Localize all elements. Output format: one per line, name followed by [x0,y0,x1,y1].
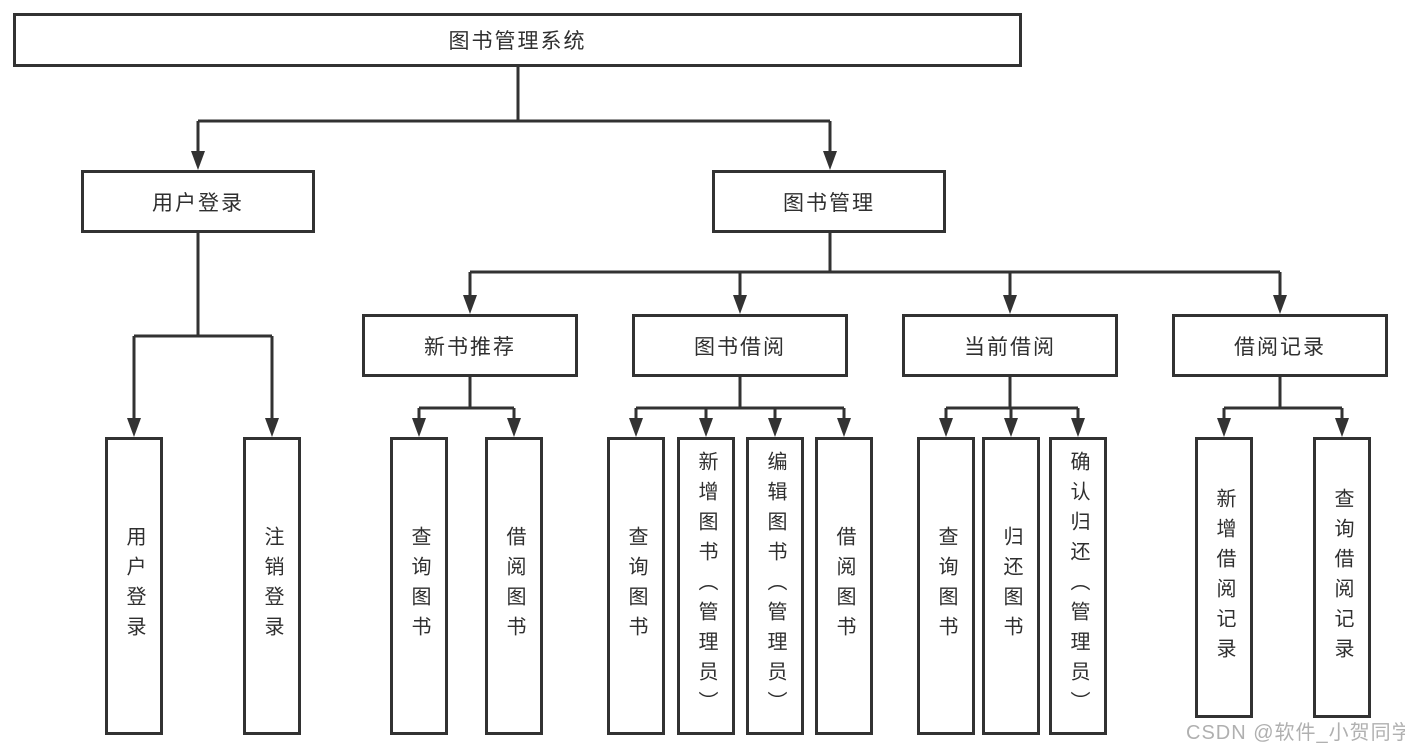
connector-root-to-level2 [191,67,837,170]
node-library-system: 图书管理系统 [13,13,1022,67]
leaf-recommend-borrow-books: 借阅图书 [485,437,543,735]
connector-book-borrow-to-leaves [629,377,851,437]
node-book-borrow-label: 图书借阅 [694,335,786,359]
leaf-return-book: 归还图书 [982,437,1040,735]
leaf-recommend-borrow-books-label: 借阅图书 [503,526,525,646]
leaf-user-login-label: 用户登录 [123,526,145,646]
node-library-system-label: 图书管理系统 [448,30,587,53]
node-book-management-label: 图书管理 [783,191,875,215]
leaf-current-query-books: 查询图书 [917,437,975,735]
connector-user-login-to-leaves [127,233,279,437]
node-current-borrow-label: 当前借阅 [964,335,1056,359]
leaf-add-book-admin: 新增图书（管理员） [677,437,735,735]
node-borrow-records: 借阅记录 [1172,314,1388,377]
watermark: CSDN @软件_小贺同学 [1186,722,1405,744]
leaf-add-book-admin-label: 新增图书（管理员） [695,451,717,721]
leaf-query-borrow-record: 查询借阅记录 [1313,437,1371,718]
node-current-borrow: 当前借阅 [902,314,1118,377]
connector-current-borrow-to-leaves [939,377,1085,437]
node-new-book-recommend: 新书推荐 [362,314,578,377]
leaf-return-book-label: 归还图书 [1000,526,1022,646]
leaf-edit-book-admin-label: 编辑图书（管理员） [764,451,786,721]
leaf-add-borrow-record: 新增借阅记录 [1195,437,1253,718]
node-book-management: 图书管理 [712,170,946,233]
leaf-confirm-return-admin: 确认归还（管理员） [1049,437,1107,735]
node-borrow-records-label: 借阅记录 [1234,335,1326,359]
node-user-login-label: 用户登录 [152,191,244,215]
leaf-borrow-query-books: 查询图书 [607,437,665,735]
leaf-borrow-books-label: 借阅图书 [833,526,855,646]
leaf-recommend-query-books: 查询图书 [390,437,448,735]
leaf-logout: 注销登录 [243,437,301,735]
node-user-login: 用户登录 [81,170,315,233]
connector-book-management-to-level3 [463,233,1287,314]
leaf-borrow-books: 借阅图书 [815,437,873,735]
node-book-borrow: 图书借阅 [632,314,848,377]
leaf-user-login: 用户登录 [105,437,163,735]
leaf-edit-book-admin: 编辑图书（管理员） [746,437,804,735]
leaf-current-query-books-label: 查询图书 [935,526,957,646]
leaf-recommend-query-books-label: 查询图书 [408,526,430,646]
leaf-query-borrow-record-label: 查询借阅记录 [1331,487,1353,668]
leaf-confirm-return-admin-label: 确认归还（管理员） [1067,451,1089,721]
leaf-add-borrow-record-label: 新增借阅记录 [1213,487,1235,668]
connector-borrow-records-to-leaves [1217,377,1349,437]
leaf-borrow-query-books-label: 查询图书 [625,526,647,646]
node-new-book-recommend-label: 新书推荐 [424,335,516,359]
connector-new-book-recommend-to-leaves [412,377,521,437]
leaf-logout-label: 注销登录 [261,526,283,646]
